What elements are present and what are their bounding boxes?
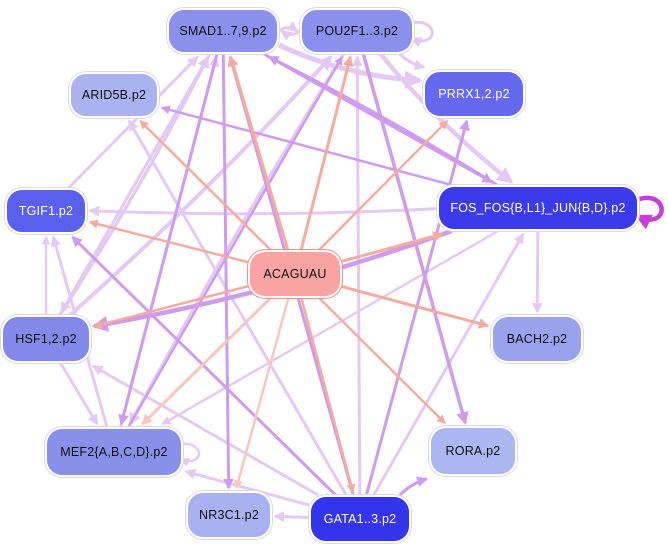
node-arid5b[interactable]: ARID5B.p2	[71, 74, 157, 116]
node-bach2[interactable]: BACH2.p2	[493, 317, 581, 361]
edge-smad-hsf	[60, 53, 212, 314]
node-tgif1[interactable]: TGIF1.p2	[7, 190, 85, 232]
edge-hsf-pou2f	[68, 55, 333, 317]
edge-acaguau-arid5b	[139, 120, 272, 251]
edge-acaguau-pou2f	[299, 55, 354, 251]
node-label: RORA.p2	[445, 444, 501, 458]
node-acaguau[interactable]: ACAGUAU	[250, 252, 340, 296]
edge-smad-mef2	[118, 53, 219, 426]
edge-pou2f-smad	[280, 29, 301, 41]
node-label: POU2F1..3.p2	[315, 24, 399, 38]
node-label: TGIF1.p2	[18, 204, 74, 218]
node-label: GATA1..3.p2	[323, 512, 397, 526]
edge-hsf-mef2	[59, 362, 99, 426]
node-label: PRRX1,2.p2	[438, 87, 510, 101]
node-label: BACH2.p2	[506, 332, 568, 346]
node-mef2[interactable]: MEF2{A,B,C,D}.p2	[47, 429, 181, 475]
node-hsf[interactable]: HSF1,2.p2	[3, 317, 89, 361]
node-prrx[interactable]: PRRX1,2.p2	[425, 72, 523, 116]
edge-acaguau-smad	[228, 55, 290, 251]
edge-pou2f-rora	[361, 53, 469, 425]
node-smad[interactable]: SMAD1..7,9.p2	[169, 10, 277, 52]
edge-acaguau-prrx	[317, 120, 449, 251]
node-label: FOS_FOS{B,L1}_JUN{B,D}.p2	[450, 201, 626, 215]
node-label: SMAD1..7,9.p2	[179, 24, 267, 38]
edge-acaguau-hsf	[92, 285, 249, 329]
node-label: ARID5B.p2	[81, 88, 147, 102]
edge-acaguau-tgif1	[88, 219, 249, 264]
edge-gata-arid5b	[127, 119, 348, 496]
node-label: ACAGUAU	[263, 267, 327, 281]
node-label: NR3C1.p2	[199, 508, 259, 522]
edge-pou2f-mef2	[128, 53, 346, 426]
node-label: MEF2{A,B,C,D}.p2	[60, 445, 168, 459]
edge-gata-rora	[398, 476, 429, 497]
node-pou2f[interactable]: POU2F1..3.p2	[302, 10, 412, 52]
self-loop-pou2f	[410, 20, 434, 48]
edge-gata-mef2	[184, 468, 310, 507]
edge-acaguau-gata	[300, 297, 356, 494]
edge-hsf-smad	[58, 55, 210, 316]
edge-fos-mef2	[161, 229, 499, 426]
edge-acaguau-rora	[318, 297, 446, 424]
self-loop-mef2	[179, 442, 200, 467]
edge-fos-bach2	[531, 230, 543, 314]
edge-fos-tgif1	[88, 205, 438, 217]
node-gata[interactable]: GATA1..3.p2	[311, 497, 409, 541]
node-fos[interactable]: FOS_FOS{B,L1}_JUN{B,D}.p2	[439, 187, 637, 229]
edge-acaguau-mef2	[141, 296, 272, 426]
edge-mef2-pou2f	[127, 55, 344, 428]
node-rora[interactable]: RORA.p2	[431, 428, 515, 474]
edge-smad-fos	[263, 52, 494, 184]
node-label: HSF1,2.p2	[15, 332, 77, 346]
edge-acaguau-nr3c1	[234, 297, 290, 490]
edge-gata-tgif1	[71, 235, 337, 497]
edge-gata-nr3c1	[273, 511, 310, 523]
edge-smad-nr3c1	[221, 53, 234, 490]
edge-acaguau-bach2	[341, 285, 490, 329]
node-nr3c1[interactable]: NR3C1.p2	[188, 493, 270, 537]
edge-fos-arid5b	[160, 105, 453, 187]
edge-smad-pou2f	[278, 21, 299, 33]
edge-gata-pou2f	[351, 55, 363, 496]
self-loop-fos	[634, 195, 664, 230]
edge-pou2f-prrx	[398, 52, 426, 71]
edge-acaguau-fos	[341, 231, 444, 263]
